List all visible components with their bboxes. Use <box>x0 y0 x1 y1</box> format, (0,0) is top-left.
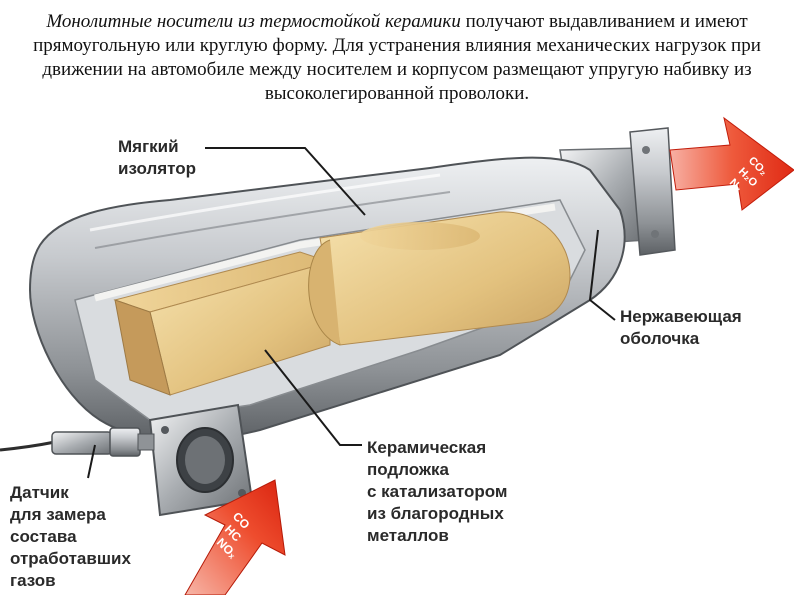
inlet-flange <box>148 403 254 517</box>
label-insulator-line-1: Мягкий <box>118 137 179 156</box>
caption-rest: получают выдавливанием и имеют прямоугол… <box>33 11 761 104</box>
caption-italic: Монолитные носители из термостойкой кера… <box>46 11 461 32</box>
sensor-probe <box>0 427 155 457</box>
label-shell-line-2: оболочка <box>620 329 700 348</box>
label-sensor-line-3: состава <box>10 527 77 546</box>
label-substrate-line-3: с катализатором <box>367 482 508 501</box>
leader-shell <box>588 229 616 321</box>
label-substrate-line-5: металлов <box>367 526 449 545</box>
output-gas-arrow: CO₂ H₂O N₂ <box>669 116 794 211</box>
label-substrate-line-4: из благородных <box>367 504 504 523</box>
label-insulator-line-2: изолятор <box>118 159 197 178</box>
input-gas-arrow: CO HC NOₓ <box>184 479 286 595</box>
label-sensor-line-5: газов <box>10 571 56 590</box>
label-substrate-line-1: Керамическая <box>367 438 487 457</box>
label-insulator: Мягкий изолятор <box>118 136 196 180</box>
leader-insulator <box>205 147 366 216</box>
label-sensor: Датчик для замера состава отработавших г… <box>10 482 131 592</box>
leader-lines <box>87 147 616 479</box>
label-sensor-line-1: Датчик <box>10 483 69 502</box>
caption: Монолитные носители из термостойкой кера… <box>0 10 794 106</box>
leader-substrate <box>264 349 362 446</box>
label-sensor-line-2: для замера <box>10 505 106 524</box>
label-sensor-line-4: отработавших <box>10 549 131 568</box>
ceramic-block-front <box>113 251 332 396</box>
label-shell: Нержавеющая оболочка <box>620 306 742 350</box>
leader-sensor <box>87 444 96 479</box>
ceramic-block-rear <box>308 211 571 346</box>
label-substrate-line-2: подложка <box>367 460 449 479</box>
label-substrate: Керамическая подложка с катализатором из… <box>367 437 507 547</box>
label-shell-line-1: Нержавеющая <box>620 307 742 326</box>
